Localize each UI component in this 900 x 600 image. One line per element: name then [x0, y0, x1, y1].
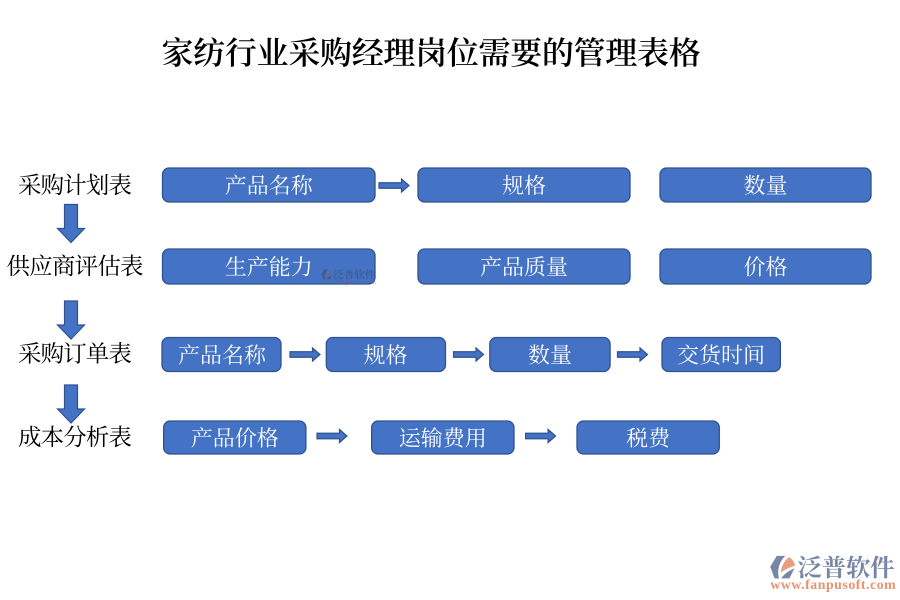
svg-text:www.fanpusoft.com: www.fanpusoft.com [321, 280, 376, 286]
